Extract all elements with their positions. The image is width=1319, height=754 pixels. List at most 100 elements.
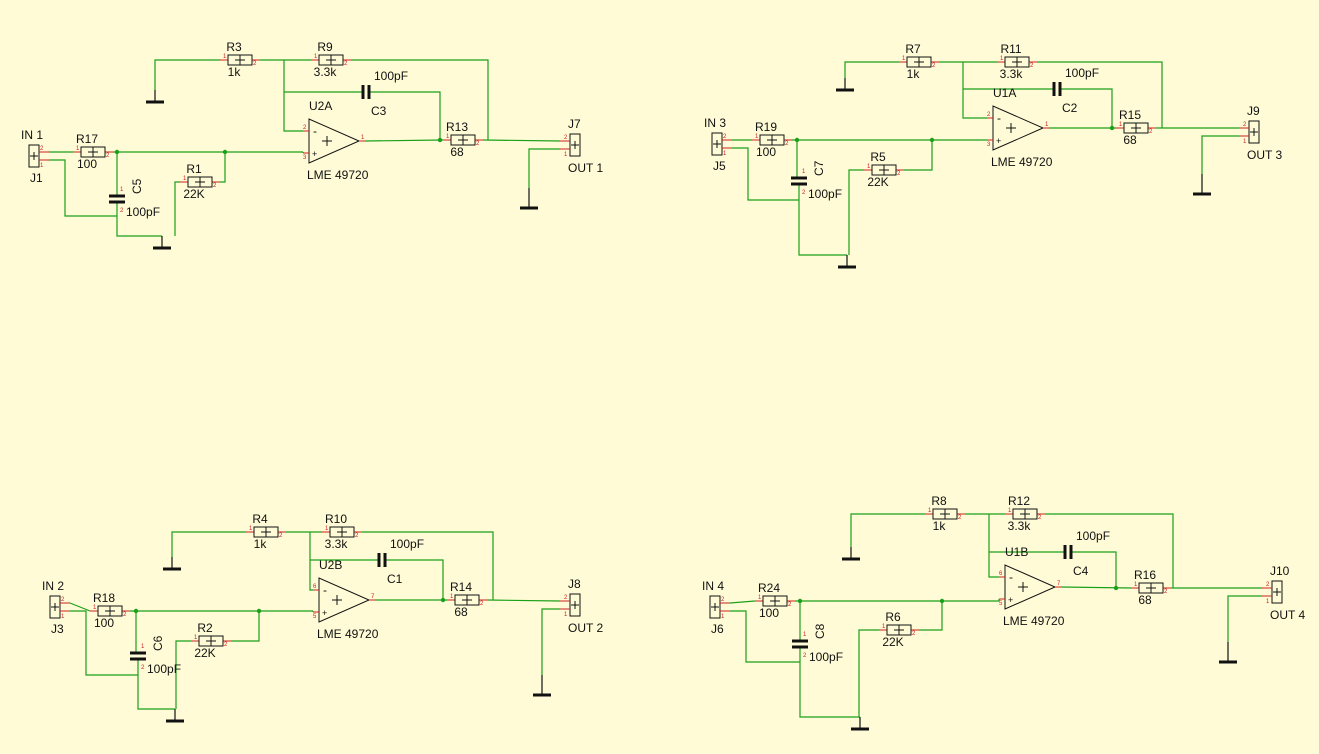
- pin-number: 1: [1266, 599, 1270, 605]
- opamp-part: LME 49720: [317, 627, 379, 641]
- wire: [904, 140, 933, 171]
- input-jack-ref: J1: [30, 171, 43, 185]
- pin-number: 1: [1045, 122, 1049, 128]
- pin-number: 2: [1030, 63, 1034, 69]
- wire: [730, 610, 800, 663]
- jack-body: [1271, 580, 1283, 604]
- wire: [919, 601, 943, 631]
- junction-dot: [939, 598, 945, 604]
- pin-number: 1: [723, 151, 727, 157]
- ground-symbol: [166, 709, 184, 723]
- wire: [220, 152, 226, 183]
- opamp-ref: U1A: [993, 86, 1016, 100]
- resistor-ref: R11: [1000, 42, 1021, 56]
- jack-body: [569, 593, 581, 617]
- junction-dot: [437, 137, 443, 143]
- input-jack: 21: [711, 132, 732, 157]
- junction-dot: [1109, 125, 1115, 131]
- wire: [364, 139, 444, 142]
- junction-dot: [1113, 585, 1119, 591]
- plus-sign: +: [996, 136, 1001, 146]
- resistor-value: 68: [1138, 593, 1152, 607]
- capacitor-value: 100pF: [808, 187, 842, 201]
- pin-number: 2: [123, 612, 127, 618]
- output-jack-ref: J9: [1247, 104, 1260, 118]
- pin-number: 1: [194, 635, 198, 641]
- pin-number: 2: [476, 141, 480, 147]
- output-jack: 21: [560, 593, 581, 618]
- wire: [844, 61, 899, 78]
- pin-number: 1: [223, 54, 227, 60]
- resistor-ref: R8: [931, 494, 947, 508]
- wire: [988, 514, 999, 578]
- pin-number: 2: [721, 597, 725, 603]
- capacitor-ref: C6: [151, 635, 165, 651]
- ground-symbol: [163, 557, 181, 571]
- pin-number: 2: [564, 595, 568, 601]
- capacitor-value: 100pF: [374, 69, 408, 83]
- capacitor-ref: C4: [1073, 564, 1089, 578]
- capacitor-value: 100pF: [1076, 529, 1110, 543]
- pin-number: 2: [932, 63, 936, 69]
- feedback-capacitor: 100pF C4: [1063, 529, 1110, 578]
- ground-symbol: [838, 255, 856, 269]
- resistor-value: 22K: [183, 187, 204, 201]
- pin-number: 1: [450, 594, 454, 600]
- wire: [369, 91, 441, 140]
- resistor-value: 1k: [228, 65, 242, 79]
- pin-number: 2: [1243, 122, 1247, 128]
- wire: [848, 169, 864, 255]
- resistor-value: 1k: [907, 67, 921, 81]
- opamp: -+657: [999, 564, 1061, 610]
- output-label: OUT 4: [1270, 608, 1305, 622]
- capacitor-ref: C1: [387, 572, 403, 586]
- wire: [385, 559, 444, 600]
- resistor-ref: R2: [197, 621, 213, 635]
- wire: [1060, 88, 1113, 128]
- capacitor-ref: C2: [1062, 101, 1078, 115]
- pin-number: 1: [867, 164, 871, 170]
- resistor-value: 100: [77, 157, 97, 171]
- pin-number: 2: [1266, 582, 1270, 588]
- resistor-value: 22K: [867, 175, 888, 189]
- resistor-ref: R4: [252, 512, 268, 526]
- pin-number: 1: [120, 187, 124, 193]
- resistor-value: 1k: [254, 537, 268, 551]
- junction-dot: [133, 608, 139, 614]
- input-jack-ref: J5: [713, 159, 726, 173]
- resistor-value: 3.3k: [325, 537, 349, 551]
- pin-number: 1: [40, 163, 44, 169]
- pin-number: 6: [313, 584, 317, 590]
- wire: [1071, 551, 1117, 588]
- capacitor-ref: C7: [812, 160, 826, 176]
- output-label: OUT 1: [568, 161, 603, 175]
- pin-number: 3: [987, 142, 991, 148]
- wire: [1227, 595, 1262, 642]
- ground-symbol: [520, 188, 538, 210]
- output-jack: 21: [1239, 120, 1260, 145]
- ground-symbol: [1219, 642, 1237, 664]
- pin-number: 2: [912, 631, 916, 637]
- wire: [1037, 61, 1163, 128]
- pin-number: 1: [882, 624, 886, 630]
- resistor-ref: R19: [755, 120, 777, 134]
- wire: [309, 532, 313, 591]
- wire: [283, 60, 303, 132]
- resistor-value: 1k: [933, 519, 947, 533]
- minus-sign: -: [313, 124, 317, 138]
- resistor-ref: R6: [885, 610, 901, 624]
- pin-number: 2: [897, 171, 901, 177]
- wire: [1045, 513, 1174, 588]
